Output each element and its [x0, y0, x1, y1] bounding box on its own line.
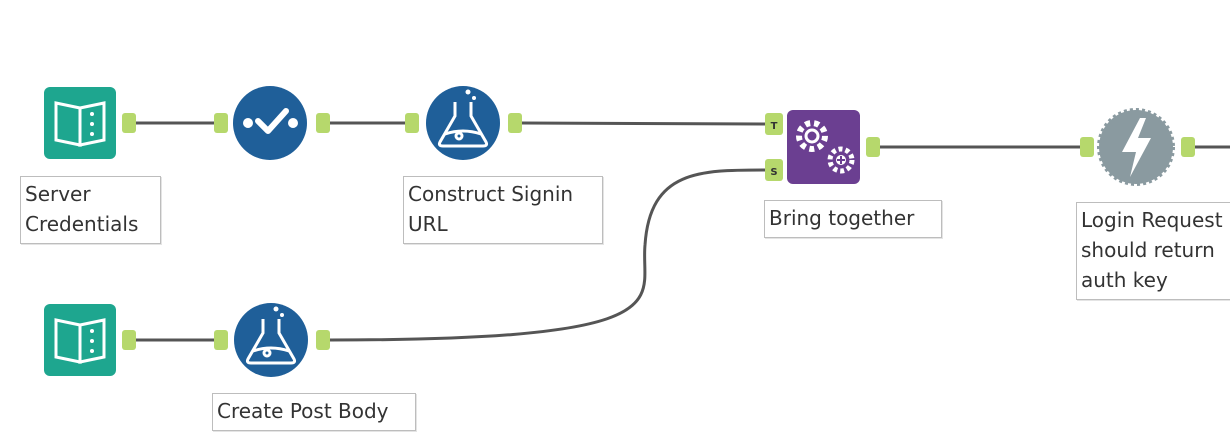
annotation-line: Server — [25, 182, 91, 206]
output-anchor[interactable] — [316, 330, 330, 350]
annotation-line: Login Request — [1081, 208, 1223, 232]
book-input-icon — [54, 101, 106, 147]
gears-append-icon — [796, 120, 855, 174]
output-anchor[interactable] — [866, 137, 880, 157]
book-input-icon — [54, 318, 106, 364]
checkmark-select-icon — [243, 108, 298, 134]
input-anchor-s[interactable] — [765, 159, 783, 181]
input-tool-2[interactable] — [44, 304, 136, 376]
input-anchor[interactable] — [214, 113, 228, 133]
annotation-line: Credentials — [25, 212, 139, 236]
annotation-login-request: Login Request should return auth key — [1076, 202, 1230, 300]
bring-together-tool[interactable]: T S — [765, 110, 880, 184]
anchor-label-s: S — [770, 167, 777, 178]
annotation-line: auth key — [1081, 268, 1168, 292]
anchor-label-t: T — [771, 121, 778, 132]
output-anchor[interactable] — [122, 330, 136, 350]
annotation-server-credentials: Server Credentials — [20, 176, 161, 244]
create-post-body-tool[interactable] — [214, 303, 330, 377]
annotation-construct-signin: Construct Signin URL — [403, 176, 603, 244]
select-tool[interactable] — [214, 86, 330, 160]
annotation-line: URL — [408, 212, 448, 236]
output-anchor[interactable] — [316, 113, 330, 133]
annotation-line: should return — [1081, 238, 1215, 262]
output-anchor[interactable] — [1181, 137, 1195, 157]
annotation-line: Bring together — [769, 206, 915, 230]
output-anchor[interactable] — [508, 113, 522, 133]
input-anchor[interactable] — [1080, 137, 1094, 157]
annotation-line: Construct Signin — [408, 182, 574, 206]
connection-postbody-to-join-s[interactable] — [329, 168, 766, 342]
annotation-line: Create Post Body — [217, 399, 389, 423]
construct-signin-tool[interactable] — [405, 86, 522, 160]
annotation-create-post-body: Create Post Body — [212, 393, 416, 431]
flask-formula-icon — [245, 306, 297, 365]
flask-formula-icon — [437, 89, 489, 148]
server-credentials-tool[interactable] — [44, 87, 136, 159]
connection-signin-to-join-t[interactable] — [521, 121, 766, 126]
output-anchor[interactable] — [122, 113, 136, 133]
connections — [136, 121, 1230, 342]
annotation-bring-together: Bring together — [764, 200, 942, 238]
lightning-download-icon — [1097, 108, 1175, 186]
input-anchor-t[interactable] — [765, 113, 783, 135]
input-anchor[interactable] — [214, 330, 228, 350]
input-anchor[interactable] — [405, 113, 419, 133]
login-request-tool[interactable] — [1080, 108, 1195, 186]
